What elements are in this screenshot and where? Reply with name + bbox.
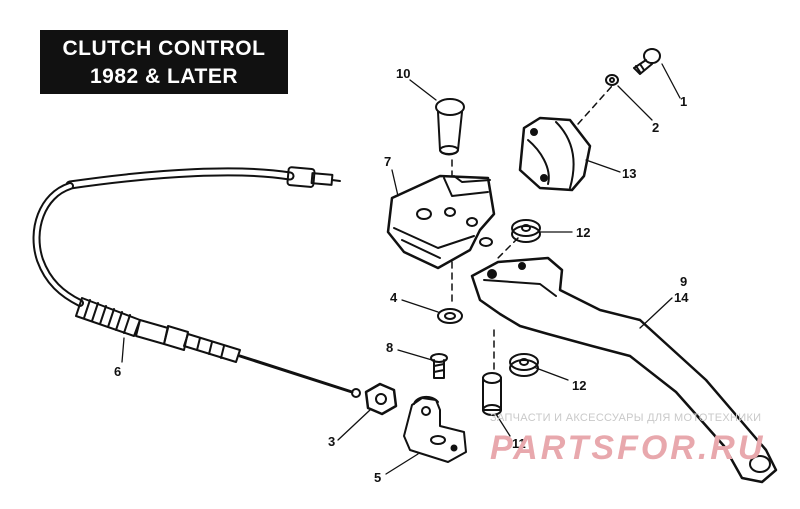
part-bushing-lower — [509, 353, 539, 377]
callout-1: 1 — [680, 94, 687, 109]
callout-3: 3 — [328, 434, 335, 449]
callout-9: 9 — [680, 274, 687, 289]
watermark-logo: PARTSFOR.RU — [490, 429, 765, 467]
part-clamp-screw — [633, 48, 661, 75]
callout-13: 13 — [622, 166, 636, 181]
leader-lines — [121, 63, 681, 475]
part-nut — [364, 382, 398, 416]
watermark-caption: ЗАПЧАСТИ И АКСЕССУАРЫ ДЛЯ МОТОТЕХНИКИ — [490, 412, 762, 424]
part-pin — [482, 372, 502, 416]
callout-8: 8 — [386, 340, 393, 355]
part-cable-bracket — [403, 396, 467, 463]
part-bushing-upper — [511, 219, 541, 243]
callout-12-upper: 12 — [576, 225, 590, 240]
part-pivot-pin — [435, 98, 465, 156]
callout-4: 4 — [390, 290, 398, 305]
title-line-1: CLUTCH CONTROL — [62, 37, 266, 60]
callout-10: 10 — [396, 66, 410, 81]
title-line-2: 1982 & LATER — [90, 65, 238, 88]
callout-2: 2 — [652, 120, 659, 135]
assembly-lines — [451, 85, 613, 373]
callout-6: 6 — [114, 364, 121, 379]
part-screw — [430, 353, 448, 379]
callout-12-lower: 12 — [572, 378, 586, 393]
part-washer — [605, 74, 619, 86]
watermark-logo-text: PARTSFOR.RU — [490, 429, 765, 467]
callout-7: 7 — [384, 154, 391, 169]
callout-14: 14 — [674, 290, 689, 305]
callout-11: 11 — [512, 436, 526, 451]
title-box: CLUTCH CONTROL 1982 & LATER — [40, 30, 288, 94]
part-clamp — [518, 116, 592, 192]
callout-5: 5 — [374, 470, 381, 485]
part-retaining-ring — [437, 308, 463, 324]
callout-labels: 1 2 3 4 5 6 7 8 9 10 11 12 12 13 14 — [114, 66, 689, 485]
part-lever-bracket — [386, 174, 496, 270]
part-clutch-cable — [32, 166, 361, 398]
part-clutch-lever — [470, 256, 778, 484]
